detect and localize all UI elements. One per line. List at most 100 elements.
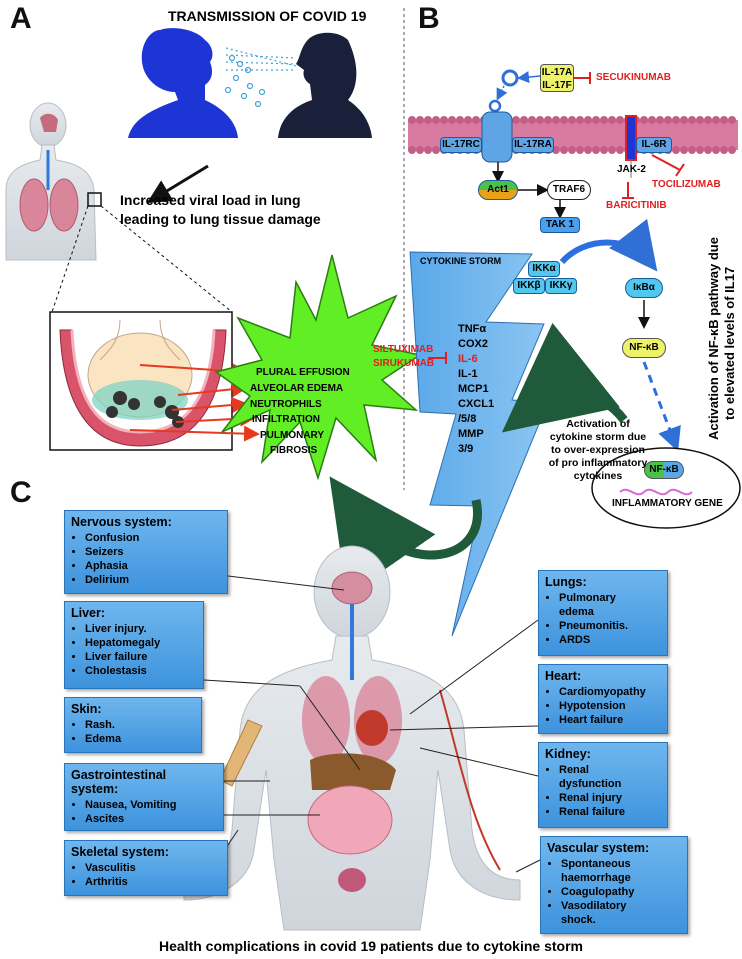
- box-item: Liver injury.: [85, 622, 197, 636]
- nervous-system-box: Nervous system: Confusion Seizers Aphasi…: [64, 510, 228, 594]
- starburst-item: INFILTRATION: [252, 414, 320, 425]
- jak2-label: JAK-2: [617, 164, 646, 175]
- box-item: Cardiomyopathy: [559, 685, 661, 699]
- box-item-text: haemorrhage: [561, 872, 631, 884]
- box-item: Pneumonitis.: [559, 619, 661, 633]
- cytokine-item: 3/9: [458, 443, 474, 455]
- starburst-item: PLURAL EFFUSION: [256, 367, 350, 378]
- ikkb-node: IKKβ: [513, 278, 545, 294]
- activation-storm-line: of pro inflammatory: [548, 457, 648, 469]
- box-item-text: Spontaneous: [561, 858, 631, 870]
- baricitinib-label: BARICITINIB: [606, 200, 667, 211]
- cytokine-storm-label: CYTOKINE STORM: [420, 256, 502, 266]
- figure-caption: Health complications in covid 19 patient…: [159, 938, 583, 954]
- box-title: Kidney:: [545, 747, 591, 761]
- il17ra-label: IL-17RA: [512, 137, 554, 153]
- cytokine-list: TNFα COX2 IL-6 IL-1 MCP1 CXCL1 /5/8 MMP …: [458, 322, 494, 457]
- cytokine-item: COX2: [458, 338, 488, 350]
- starburst-item: ALVEOLAR EDEMA: [250, 383, 344, 394]
- activation-storm-line: cytokine storm due: [549, 431, 647, 443]
- viral-load-text-1: Increased viral load in lung: [120, 192, 301, 208]
- ikka-node: IKKα: [528, 261, 560, 277]
- il17a-label: IL-17A: [541, 67, 573, 78]
- box-item: Seizers: [85, 545, 221, 559]
- activation-storm-line: to over-expression: [551, 444, 645, 456]
- box-item-text: Vasodilatory: [561, 900, 627, 912]
- head-left-icon: [128, 28, 238, 138]
- transmission-title: TRANSMISSION OF COVID 19: [168, 8, 367, 24]
- il17-ligand-box: IL-17A IL-17F: [540, 64, 574, 92]
- box-item-text: Pulmonary: [559, 592, 616, 604]
- box-title: Vascular system:: [547, 841, 650, 855]
- box-title: Gastrointestinal: [71, 768, 167, 782]
- starburst-item: PULMONARY: [260, 430, 325, 441]
- heart-box: Heart: Cardiomyopathy Hypotension Heart …: [538, 664, 668, 734]
- box-title: Heart:: [545, 669, 582, 683]
- box-item: Rash.: [85, 718, 195, 732]
- liver-box: Liver: Liver injury. Hepatomegaly Liver …: [64, 601, 204, 689]
- box-item: Cholestasis: [85, 664, 197, 678]
- box-item: Arthritis: [85, 875, 221, 889]
- secukinumab-label: SECUKINUMAB: [596, 72, 671, 83]
- box-item-text: dysfunction: [559, 778, 622, 790]
- box-item: Confusion: [85, 531, 221, 545]
- tak1-node: TAK 1: [540, 217, 580, 233]
- box-item: Renal injury: [559, 791, 661, 805]
- cytokine-item: IL-1: [458, 368, 478, 380]
- il17rc-label: IL-17RC: [440, 137, 482, 153]
- panel-c-letter: C: [10, 476, 32, 509]
- act1-node: Act1: [478, 180, 518, 200]
- tocilizumab-label: TOCILIZUMAB: [652, 179, 721, 190]
- alveolus-icon: [59, 319, 227, 447]
- box-item: Aphasia: [85, 559, 221, 573]
- human-body-figure: [183, 545, 521, 931]
- box-item-text: Renal: [559, 764, 589, 776]
- box-item: Hypotension: [559, 699, 661, 713]
- nucleus: [591, 447, 741, 529]
- box-item: Nausea, Vomiting: [85, 798, 217, 812]
- skeletal-system-box: Skeletal system: Vasculitis Arthritis: [64, 840, 228, 896]
- box-item: Edema: [85, 732, 195, 746]
- panel-b-letter: B: [418, 2, 440, 35]
- box-item: Vasculitis: [85, 861, 221, 875]
- vertical-text-2: to elevated levels of IL17: [722, 266, 737, 420]
- starburst-item: FIBROSIS: [270, 445, 318, 456]
- il6-receptor: [625, 115, 637, 161]
- box-item: Liver failure: [85, 650, 197, 664]
- activation-storm-line: Activation of: [566, 418, 630, 430]
- il17f-label: IL-17F: [542, 80, 572, 91]
- box-title: Skeletal system:: [71, 845, 169, 859]
- activation-storm-text: Activation of cytokine storm due to over…: [542, 418, 654, 483]
- cytokine-item: IL-6: [458, 353, 478, 365]
- box-item: Heart failure: [559, 713, 661, 727]
- traf6-node: TRAF6: [547, 180, 591, 200]
- sirukumab-label: SIRUKUMAB: [373, 358, 435, 369]
- cytokine-item: MMP: [458, 428, 484, 440]
- box-item: Spontaneous haemorrhage: [561, 857, 681, 885]
- head-right-icon: [278, 32, 372, 138]
- il6r-label: IL-6R: [636, 137, 672, 153]
- box-item: Delirium: [85, 573, 221, 587]
- box-title: Nervous system:: [71, 515, 172, 529]
- box-item: ARDS: [559, 633, 661, 647]
- activation-storm-line: cytokines: [573, 470, 623, 482]
- torso-figure-icon: [5, 102, 102, 261]
- box-item-text: edema: [559, 606, 594, 618]
- cytokine-item: MCP1: [458, 383, 489, 395]
- il17-ligand-icon: [501, 69, 519, 87]
- skin-box: Skin: Rash. Edema: [64, 697, 202, 753]
- box-title: Lungs:: [545, 575, 587, 589]
- cytokine-item: CXCL1: [458, 398, 495, 410]
- nfkb-node: NF-κB: [622, 338, 666, 358]
- lungs-box: Lungs: Pulmonary edema Pneumonitis. ARDS: [538, 570, 668, 656]
- box-title: Skin:: [71, 702, 102, 716]
- gastrointestinal-box: Gastrointestinal system: Nausea, Vomitin…: [64, 763, 224, 831]
- vertical-text-1: Activation of NF-κB pathway due: [706, 237, 721, 440]
- starburst-item: NEUTROPHILS: [250, 399, 322, 410]
- box-item: Pulmonary edema: [559, 591, 661, 619]
- nfkb-nucleus-node: NF-κB: [644, 461, 684, 479]
- droplets-icon: [224, 47, 297, 108]
